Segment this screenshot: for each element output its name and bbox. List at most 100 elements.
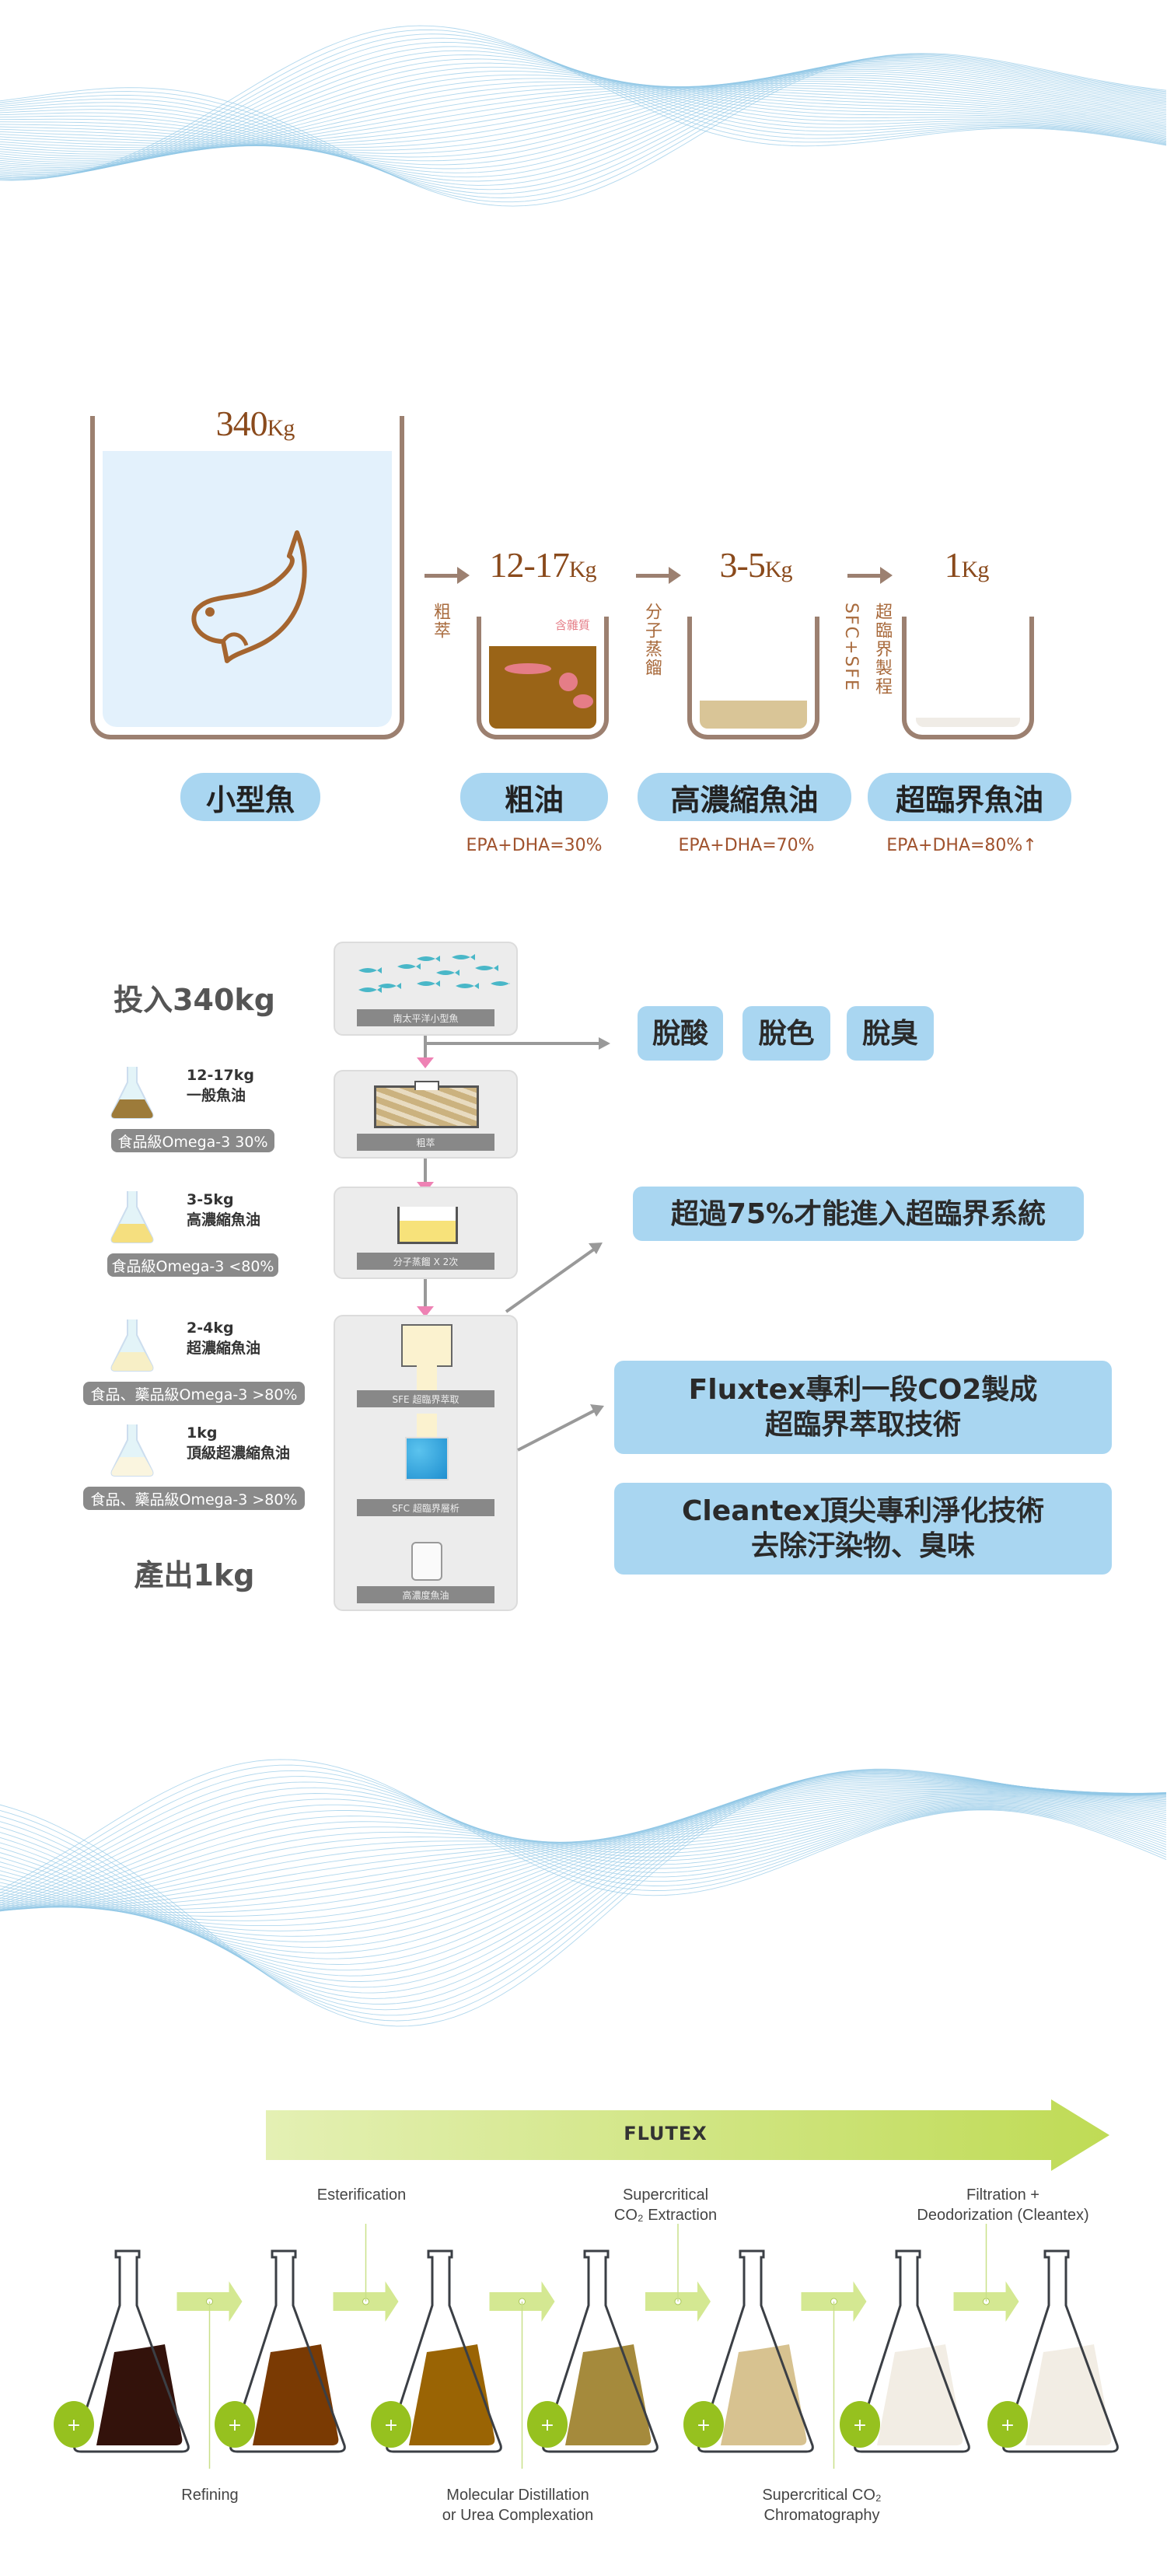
flask-icon [110,1424,154,1477]
flask-icon [110,1191,154,1243]
wave-line [0,81,1167,151]
threshold-note: 超過75%才能進入超臨界系統 [633,1187,1084,1241]
cleantex-line: Cleantex頂尖專利淨化技術 [682,1495,1044,1527]
wave-line [0,72,1167,149]
step-label-line: Molecular Distillation [446,2487,589,2504]
wave-line [0,67,1167,158]
wave-line [0,64,1167,166]
arrow-right-icon [636,567,681,584]
wave-line [0,1802,1167,1910]
wave-line [0,1770,1167,2005]
wave-line [0,1770,1167,2011]
product-item: 2-4kg 超濃縮魚油 [109,1318,295,1372]
product-weight: 2-4kg [187,1319,234,1337]
process-caption: 粗萃 [357,1134,494,1151]
epa-dha-value: EPA+DHA=80%↑ [886,836,1037,855]
product-name: 超濃縮魚油 [187,1340,261,1357]
wave-line [0,46,1167,177]
wave-line [0,29,1167,180]
process-label: 分子蒸餾 [642,603,662,677]
wave-line [0,1776,1167,1900]
down-arrow-icon [417,1306,434,1317]
wave-line [0,54,1167,198]
fish-icon [491,981,510,986]
fish-icon [358,987,382,993]
wave-line [0,68,1167,154]
process-label: 超臨界製程 [872,603,892,696]
product-weight: 1kg [187,1424,218,1442]
step-label-line: Refining [181,2487,239,2504]
fish-source-box: 南太平洋小型魚 [334,942,518,1036]
plus-badge [683,2401,724,2448]
wave-line [0,70,1167,168]
fish-icon [452,954,475,960]
wave-line [0,60,1167,178]
wave-line [0,56,1167,190]
wave-line [0,1798,1167,1907]
wave-line [0,1794,1167,1908]
wave-line [0,78,1167,165]
flask-icon [110,1067,154,1119]
wave-line [0,25,1167,181]
fish-icon [358,967,382,973]
label-small-fish: 小型魚 [180,773,320,821]
wave-line [0,81,1167,163]
wave-line [0,55,1167,194]
label-crude-oil: 粗油 [460,773,608,821]
fish-icon [397,963,421,970]
product-text: 1kg 頂級超濃縮魚油 [187,1423,290,1463]
wave-line [0,1799,1167,1912]
product-text: 2-4kg 超濃縮魚油 [187,1318,260,1358]
label-concentrated-oil: 高濃縮魚油 [638,773,851,821]
fish-beaker [90,416,404,739]
cleantex-note: Cleantex頂尖專利淨化技術去除汙染物、臭味 [614,1483,1112,1575]
benefit-deacid: 脫酸 [638,1006,723,1061]
plus-icon: + [67,2416,81,2435]
process-caption: SFE 超臨界萃取 [357,1390,494,1407]
product-name: 一般魚油 [187,1087,246,1104]
step-label-line: CO₂ Extraction [613,2207,718,2224]
step-label-line: Chromatography [763,2507,880,2524]
process-caption: 高濃度魚油 [357,1586,494,1603]
plus-icon: + [228,2416,242,2435]
output-title: 產出1kg [134,1558,255,1592]
arrow-right-icon [847,567,893,584]
wave-line [0,1787,1167,1904]
impurity-note: 含雜質 [555,618,591,632]
wave-line [0,1793,1167,1906]
label-supercritical-oil: 超臨界魚油 [868,773,1071,821]
wave-line [0,41,1167,177]
epa-dha-value: EPA+DHA=30% [466,836,603,855]
wave-line [0,62,1167,171]
plus-icon: + [853,2416,867,2435]
wave-line [0,79,1167,149]
step-weight: 1Kg [944,545,990,585]
wave-line [0,1797,1167,1911]
grade-tag: 食品級Omega-3 <80% [107,1253,278,1277]
step-label-top: Esterification [317,2185,407,2205]
plus-icon: + [697,2416,711,2435]
fluxtex-note: Fluxtex專利一段CO2製成超臨界萃取技術 [614,1361,1112,1454]
wave-line [0,61,1167,173]
wave-line [0,1764,1167,1893]
wave-line [0,1803,1167,1909]
process-caption: 分子蒸餾 X 2次 [357,1253,494,1270]
wave-line [0,1770,1167,1896]
wave-line [0,74,1167,166]
crude-extraction-box: 粗萃 [334,1070,518,1159]
fish-icon [436,970,459,976]
fish-icon [475,965,498,971]
supercritical-oil-beaker [902,617,1034,739]
plus-badge [371,2401,411,2448]
fish-icon [456,983,479,989]
wave-line [0,1772,1167,1994]
concentrated-oil-beaker [687,617,819,739]
wave-line [0,54,1167,203]
step-label-bottom: Refining [181,2485,238,2505]
fish-icon [378,983,401,989]
product-name: 頂級超濃縮魚油 [187,1445,291,1462]
